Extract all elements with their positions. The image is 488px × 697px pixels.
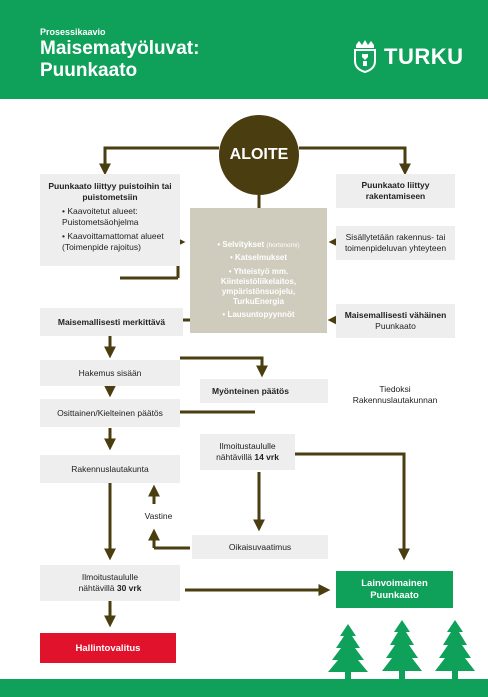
park-trees-box: Puunkaato liittyy puistoihin tai puistom… [40,174,180,266]
notice-30-line-1: Ilmoitustaululle [81,572,139,582]
investigation-item-surveys: • Selvitykset (hortonomi) [217,240,300,249]
park-trees-heading: Puunkaato liittyy puistoihin tai puistom… [48,181,172,202]
notify-line-2: Rakennuslautakunnan [352,395,438,405]
rectification-box: Oikaisuvaatimus [192,535,328,559]
notice-14-line-1: Ilmoitustaululle [219,441,276,451]
partial-decision-box: Osittainen/Kielteinen päätös [40,399,180,427]
appeal-box: Hallintovalitus [40,633,176,663]
final-felling-box: Lainvoimainen Puunkaato [336,571,453,608]
minor-sub: Puunkaato [375,321,416,331]
minor-box: Maisemallisesti vähäinen Puunkaato [336,304,455,338]
positive-decision-box: Myönteinen päätös [200,379,328,403]
construction-box: Puunkaato liittyy rakentamiseen [336,174,455,208]
tree-icon [328,624,368,680]
investigation-box: • Selvitykset (hortonomi) • Katselmukset… [190,208,327,333]
tree-icon [382,620,422,680]
building-committee-box: Rakennuslautakunta [40,455,180,483]
header-kicker: Prosessikaavio [40,27,106,37]
notice-board-30-box: Ilmoitustaululle nähtävillä 30 vrk [40,565,180,601]
park-trees-item-unzoned: • Kaavoittamattomat alueet (Toimenpide r… [62,231,164,252]
final-line-2: Puunkaato [370,589,419,601]
investigation-item-inspections: • Katselmukset [229,253,288,262]
notice-14-line-2: nähtävillä 14 vrk [216,452,279,462]
building-permit-box: Sisällytetään rakennus- tai toimenpidelu… [336,226,455,260]
notice-board-14-box: Ilmoitustaululle nähtävillä 14 vrk [200,434,295,470]
significant-box: Maisemallisesti merkittävä [40,308,183,336]
notify-line-1: Tiedoksi [379,384,411,394]
logo-wordmark: TURKU [384,44,464,69]
notify-box: Tiedoksi Rakennuslautakunnan [330,378,460,412]
minor-heading: Maisemallisesti vähäinen [344,310,447,320]
notice-30-line-2: nähtävillä 30 vrk [78,583,142,593]
page-title: Maisematyöluvat: Puunkaato [40,38,199,82]
footer-bar [0,679,488,697]
tree-icon [435,620,475,680]
turku-logo: TURKU [352,39,464,75]
header-banner: Prosessikaavio Maisematyöluvat: Puunkaat… [0,0,488,99]
title-line-2: Puunkaato [40,60,138,81]
investigation-item-statements: • Lausuntopyynnöt [222,310,295,319]
turku-crest-icon [354,40,376,73]
start-node: ALOITE [219,115,299,195]
reply-box: Vastine [130,504,187,528]
title-line-1: Maisematyöluvat: [40,38,200,59]
application-box: Hakemus sisään [40,360,180,386]
final-line-1: Lainvoimainen [361,577,428,589]
investigation-item-cooperation: • Yhteistyö mm. Kiinteistöliikelaitos, y… [220,267,297,306]
park-trees-item-zoned: • Kaavoitetut alueet: Puistometsäohjelma [62,206,139,227]
